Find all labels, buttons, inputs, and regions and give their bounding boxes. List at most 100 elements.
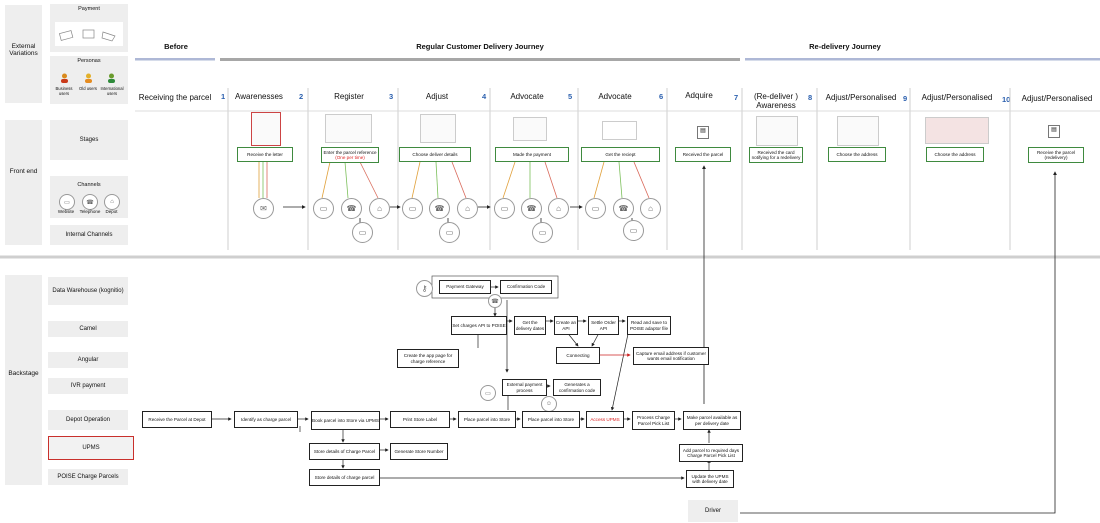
stage-title-9: Adjust/Personalised [825,93,897,102]
receive-depot-box: Receive the Parcel at Depot [142,411,212,428]
generates-code-box: Generates a confirmation code [553,379,601,396]
add-parcel-box: Add parcel to required days Charge Parce… [679,444,743,462]
stage-box-get-receipt: Get the reciept [581,147,660,162]
telephone-channel-icon-4: ☎ [521,198,542,219]
stage-title-5: Advocate [510,92,544,101]
stage-box-receive-letter: Receive the letter [237,147,293,162]
depot-channel-icon-5: ⌂ [640,198,661,219]
place-store-box-2: Place parcel into Store [522,411,580,428]
parcel-icon: ▤ [697,126,709,139]
adjust-thumbnail [420,114,456,143]
channel-depot-label: Depot [105,209,118,214]
store-details-box-1: Store details of Charge Parcel [309,443,380,460]
stage-num-7: 7 [734,93,739,102]
persona-business-icon [60,73,69,83]
one-per-time-text: (One per time) [335,155,365,160]
letter-thumbnail [251,112,281,146]
stage-title-8: (Re-deliver ) Awareness [753,92,798,111]
persona-business-label: Business users [55,86,73,96]
stage-box-made-payment: Made the payment [495,147,569,162]
payment-gateway-box: Payment Gateway [439,280,491,294]
access-upms-box: Access UPMS [586,411,624,428]
create-app-box: Create the app page for charge reference [397,349,459,368]
stage-num-3: 3 [389,92,394,101]
stage-box-choose-deliver: Choose deliver details [399,147,471,162]
website-channel-icon-2: ▭ [313,198,334,219]
payment-thumbnail [513,117,547,141]
payment-title: Payment [78,6,100,12]
persona-international-label: International users [100,86,124,96]
letter-channel-icon: ✉ [253,198,274,219]
upms-label: UPMS [48,436,134,460]
depot-channel-icon-4: ⌂ [548,198,569,219]
connecting-box: Connecting [556,347,600,364]
stage-num-5: 5 [568,92,573,101]
persona-old-label: Old users [79,86,97,91]
stage-title-7: Adquire [685,91,713,100]
create-api-box: Create an API [554,316,578,335]
front-end-band [5,120,42,245]
internal-channel-icon-4: ▭ [532,222,553,243]
phase-regular: Regular Customer Delivery Journey [416,42,544,51]
stage-box-received-parcel: Received the parcel [675,147,731,162]
store-details-box-2: Store details of charge parcel [309,469,380,486]
address-thumbnail-1 [837,116,879,146]
stage-box-enter-reference: Enter the parcel reference (One per time… [321,147,379,163]
place-store-box-1: Place parcel into Store [458,411,516,428]
channels-title: Channels [77,182,101,188]
website-icon: ▭ [59,194,75,210]
internal-channels-label: Internal Channels [50,225,128,245]
website-channel-icon-3: ▭ [402,198,423,219]
stage-num-9: 9 [903,94,908,103]
phase-before: Before [164,42,188,51]
depot-channel-icon-2: ⌂ [369,198,390,219]
stage-box-choose-address-2: Choose the address [926,147,984,162]
read-save-box: Read and save to POISE adaptor file [627,316,671,335]
get-dates-box: Get the delivery dates [514,316,546,335]
ivr-payment-label: IVR payment [48,378,128,394]
stage-box-received-card: Received the card notifying for a redeli… [749,147,803,163]
row-label-front-end: Front end [9,167,38,175]
persona-international-icon [107,73,116,83]
stage-title-1: Receiving the parcel [138,93,212,102]
row-label-external-variations: External Variations [9,43,38,57]
user-backstage-icon: ☺ [541,396,557,412]
stage-title-2: Awarenesses [235,92,283,101]
stage-num-6: 6 [659,92,664,101]
website-channel-icon-4: ▭ [494,198,515,219]
process-charge-box: Process Charge Parcel Pick List [632,411,675,430]
stage-title-3: Register [334,92,364,101]
telephone-channel-icon-2: ☎ [341,198,362,219]
stage-num-2: 2 [299,92,304,101]
phase-redelivery: Re-delivery Journey [809,42,881,51]
stage-num-8: 8 [808,93,813,102]
telephone-channel-icon-3: ☎ [429,198,450,219]
confirmation-code-box: Confirmation Code [500,280,552,294]
stage-num-10: 10 [1002,95,1011,104]
stages-label: Stages [50,120,128,160]
receipt-thumbnail [602,121,637,140]
internal-channel-icon-2: ▭ [352,222,373,243]
driver-label: Driver [688,500,738,522]
external-payment-box: External payment process [502,379,547,396]
identify-box: Identify as charge parcel [234,411,298,428]
row-label-backstage: Backstage [8,369,39,377]
stage-box-receive-redelivery: Receive the parcel (redelivery) [1028,147,1084,163]
website-backstage-icon: ▭ [480,385,496,401]
key-icon: ⚷ [416,280,433,297]
camel-label: Camel [48,321,128,337]
stage-title-6: Advocate [598,92,632,101]
settle-order-box: Settle Order API [588,316,619,335]
channel-telephone-label: Telephone [79,209,101,214]
poise-charge-label: POISE Charge Parcels [48,469,128,485]
persona-old-icon [84,73,93,83]
stage-title-10: Adjust/Personalised [921,93,993,102]
depot-operation-label: Depot Operation [48,410,128,430]
redelivery-parcel-icon: ▤ [1048,125,1060,138]
register-thumbnail [325,114,372,143]
update-upms-box: Update the UPMS with delivery date [686,470,734,488]
telephone-channel-icon-5: ☎ [613,198,634,219]
card-thumbnail [756,116,798,146]
make-available-box: Make parcel available as per delivery da… [683,411,741,430]
external-variations-band [5,5,42,103]
